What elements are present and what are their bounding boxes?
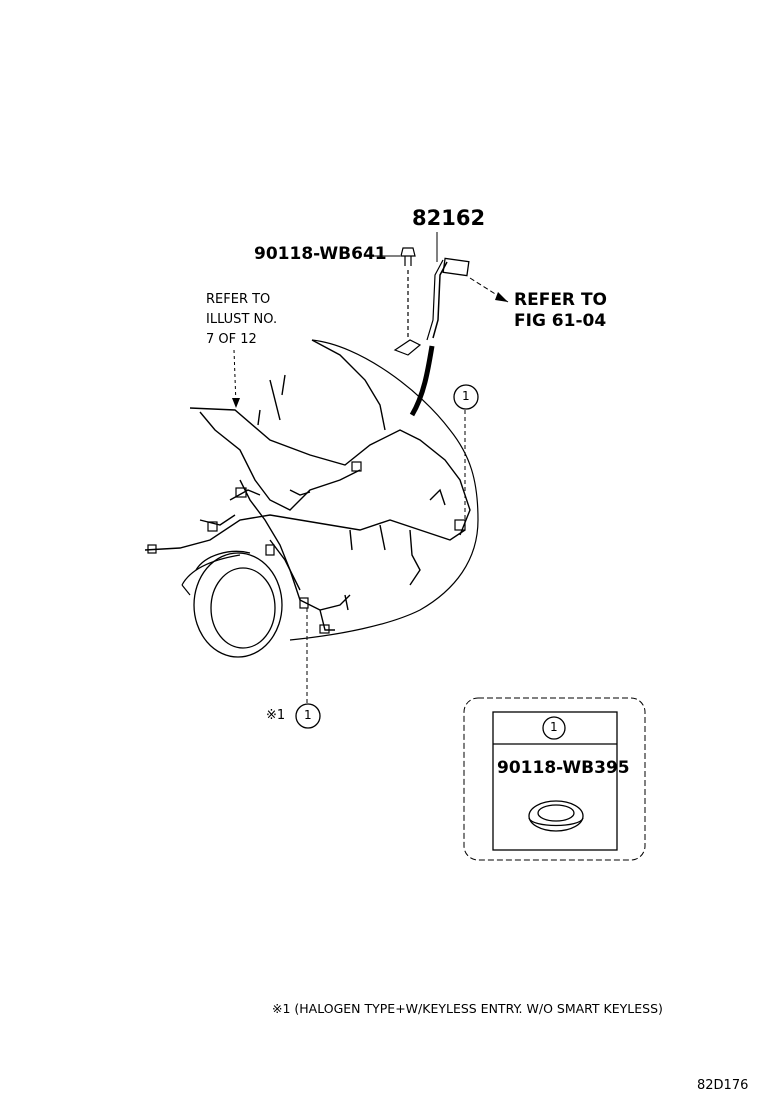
part-number-82162: 82162 (412, 206, 486, 230)
arrow-head-icon (495, 292, 508, 302)
inset-part-number: 90118-WB395 (497, 758, 630, 778)
callout-circle (453, 384, 479, 410)
refer-illust-line1: REFER TO (206, 292, 271, 307)
wire-harness (144, 339, 471, 631)
grommet-icon (528, 800, 584, 832)
callout-number: 1 (462, 389, 470, 403)
refer-fig-line2: FIG 61-04 (514, 311, 607, 331)
car-body-outline (181, 339, 479, 641)
callout-circle (295, 703, 321, 729)
callout-circle (542, 716, 566, 740)
refer-fig-line1: REFER TO (514, 290, 607, 310)
callout-number: 1 (304, 708, 312, 722)
arrow-head-icon (232, 398, 240, 408)
antenna-cable (393, 257, 470, 417)
bolt-icon (400, 247, 416, 340)
part-number-bolt: 90118-WB641 (254, 244, 387, 264)
leader-lines (233, 232, 509, 704)
note-marker: ※1 (266, 708, 286, 723)
inset-frame (463, 697, 646, 861)
refer-illust-line3: 7 OF 12 (206, 332, 257, 347)
diagram-code: 82D176 (697, 1078, 749, 1093)
footer-note: ※1 (HALOGEN TYPE+W/KEYLESS ENTRY. W/O SM… (272, 1001, 663, 1016)
inset-callout-number: 1 (550, 720, 558, 734)
wheel (193, 550, 283, 658)
harness-connectors (147, 461, 466, 634)
refer-illust-line2: ILLUST NO. (206, 312, 278, 327)
